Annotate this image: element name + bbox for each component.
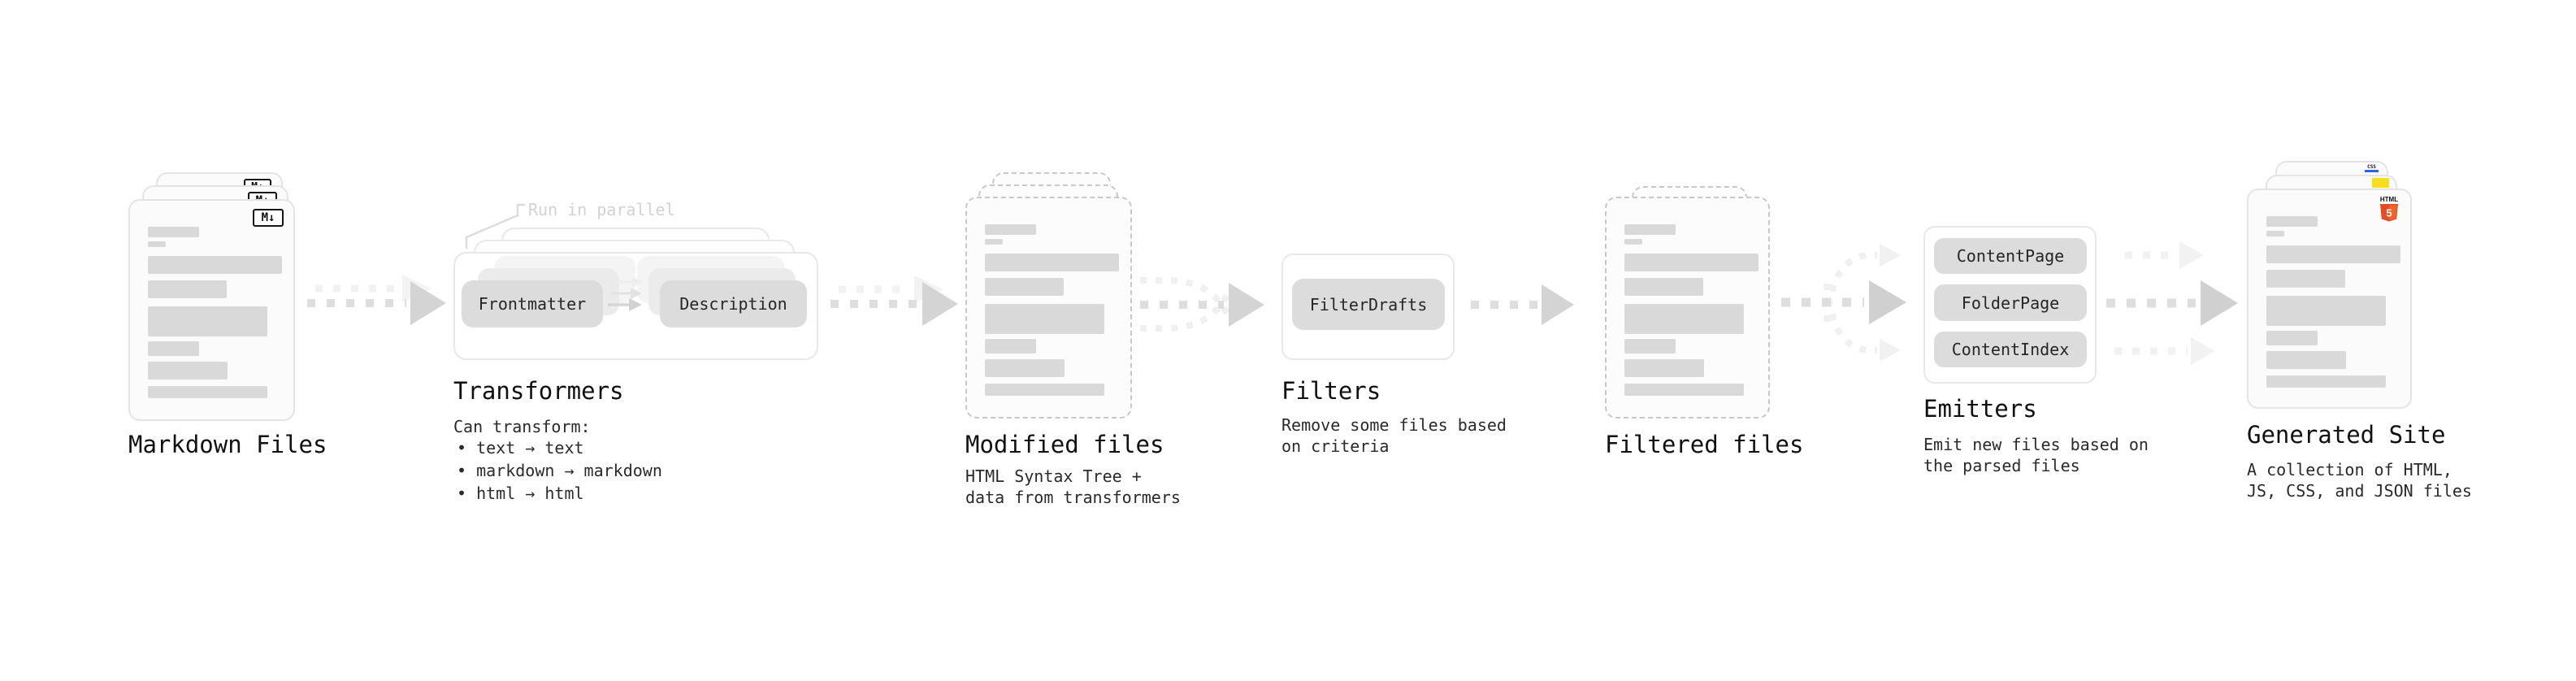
- placeholder-line: [1624, 278, 1703, 296]
- placeholder-line: [985, 224, 1036, 235]
- run-in-parallel-callout: Run in parallel: [528, 200, 675, 219]
- placeholder-line: [148, 341, 199, 356]
- placeholder-line: [985, 254, 1119, 271]
- filters-desc: Remove some files based on criteria: [1281, 415, 1507, 456]
- css-icon: CSS: [2365, 165, 2379, 172]
- transformers-bullet-list: • text → text • markdown → markdown • ht…: [457, 436, 662, 505]
- arrow-filtered-to-emitters: [1781, 244, 1906, 362]
- node-label-generated-site: Generated Site: [2247, 421, 2446, 449]
- pill-contentindex: ContentIndex: [1934, 332, 2087, 367]
- placeholder-line: [1624, 339, 1676, 354]
- placeholder-line: [2266, 270, 2345, 288]
- node-label-filtered-files: Filtered files: [1605, 431, 1804, 458]
- svg-text:5: 5: [2386, 207, 2392, 219]
- placeholder-line: [2266, 375, 2386, 388]
- placeholder-line: [148, 362, 228, 380]
- file-card-dashed: [1605, 197, 1770, 419]
- arrow-modified-to-filters: [1140, 277, 1264, 332]
- placeholder-line: [2266, 216, 2318, 227]
- placeholder-line: [2266, 245, 2400, 263]
- bullet-item: • html → html: [457, 484, 584, 503]
- placeholder-line: [1624, 224, 1676, 235]
- arrow-filters-to-filtered: [1471, 284, 1574, 325]
- placeholder-line: [985, 278, 1064, 296]
- pill-contentpage: ContentPage: [1934, 238, 2087, 274]
- placeholder-line: [148, 256, 282, 274]
- placeholder-line: [985, 304, 1104, 334]
- placeholder-line: [2266, 231, 2284, 236]
- svg-text:HTML: HTML: [2380, 196, 2398, 203]
- pill-frontmatter: Frontmatter: [462, 280, 603, 327]
- pill-description: Description: [660, 280, 807, 327]
- emitters-desc: Emit new files based on the parsed files: [1923, 435, 2149, 475]
- arrow-transformers-to-modified: [830, 275, 958, 326]
- bullet-item: • markdown → markdown: [457, 461, 662, 480]
- node-label-filters: Filters: [1281, 377, 1381, 405]
- arrow-markdown-to-transformers: [307, 275, 446, 325]
- placeholder-line: [148, 227, 199, 237]
- placeholder-line: [2266, 331, 2318, 345]
- placeholder-line: [985, 359, 1065, 377]
- node-label-modified-files: Modified files: [965, 431, 1164, 458]
- placeholder-line: [2266, 296, 2386, 326]
- markdown-icon: M↓: [253, 209, 284, 227]
- pill-filterdrafts: FilterDrafts: [1292, 279, 1445, 330]
- pill-folderpage: FolderPage: [1934, 284, 2087, 321]
- placeholder-line: [148, 306, 267, 336]
- file-card: M↓: [128, 199, 295, 421]
- placeholder-line: [148, 280, 227, 298]
- placeholder-line: [1624, 304, 1744, 334]
- html5-icon: HTML 5: [2378, 195, 2400, 223]
- placeholder-line: [148, 241, 166, 247]
- placeholder-line: [1624, 384, 1744, 396]
- node-label-transformers: Transformers: [453, 377, 624, 405]
- placeholder-line: [985, 339, 1036, 354]
- placeholder-line: [2266, 351, 2346, 369]
- file-card-dashed: [965, 197, 1132, 419]
- file-card: HTML 5: [2247, 189, 2412, 409]
- node-label-emitters: Emitters: [1923, 395, 2037, 423]
- node-label-markdown-files: Markdown Files: [128, 431, 327, 458]
- bullet-item: • text → text: [457, 438, 584, 458]
- placeholder-line: [985, 384, 1104, 396]
- placeholder-line: [1624, 239, 1642, 245]
- placeholder-line: [1624, 254, 1759, 271]
- js-icon: [2372, 178, 2389, 188]
- generated-site-desc: A collection of HTML, JS, CSS, and JSON …: [2247, 460, 2472, 501]
- arrow-emitters-to-generated: [2106, 241, 2238, 365]
- transformers-desc-title: Can transform:: [453, 417, 591, 436]
- placeholder-line: [148, 386, 267, 398]
- placeholder-line: [985, 239, 1003, 245]
- placeholder-line: [1624, 359, 1704, 377]
- modified-files-desc: HTML Syntax Tree + data from transformer…: [965, 466, 1181, 507]
